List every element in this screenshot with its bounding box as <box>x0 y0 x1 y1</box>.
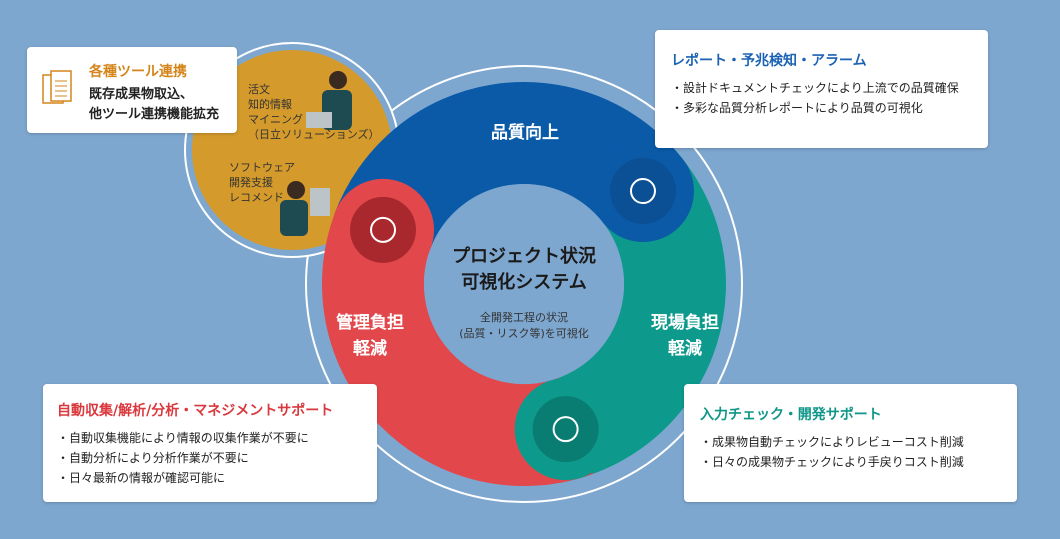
center-title: プロジェクト状況可視化システム <box>452 246 596 293</box>
center-circle <box>424 184 624 384</box>
input-title: 入力チェック・開発サポート <box>700 407 882 423</box>
mgmt-label: 管理負担軽減 <box>336 313 404 359</box>
person-icon <box>306 71 352 130</box>
mining-label: 活文知的情報マイニング（日立ソリューションズ） <box>248 83 380 141</box>
report-title: レポート・予兆検知・アラーム <box>671 53 867 69</box>
outer-outline <box>305 65 743 503</box>
network-icon <box>591 140 694 243</box>
documents-icon <box>42 70 72 104</box>
list-item: 成果物自動チェックによりレビューコスト削減 <box>700 432 1001 452</box>
center-subtitle: 全開発工程の状況(品質・リスク等)を可視化 <box>459 311 589 340</box>
auto-title: 自動収集/解析/分析・マネジメントサポート <box>57 403 334 419</box>
list-item: 日々最新の情報が確認可能に <box>57 468 363 488</box>
field-label: 現場負担軽減 <box>651 313 719 359</box>
recommend-label: ソフトウェア開発支援レコメンド <box>229 161 295 204</box>
report-card: レポート・予兆検知・アラーム 設計ドキュメントチェックにより上流での品質確保多彩… <box>655 30 988 148</box>
person-icon <box>280 181 330 236</box>
list-item: 設計ドキュメントチェックにより上流での品質確保 <box>671 78 972 98</box>
input-card: 入力チェック・開発サポート 成果物自動チェックによりレビューコスト削減日々の成果… <box>684 384 1017 502</box>
dashboard-icon <box>332 178 435 281</box>
list-item: 日々の成果物チェックにより手戻りコスト削減 <box>700 452 1001 472</box>
tools-card: 各種ツール連携 既存成果物取込、他ツール連携機能拡充 <box>27 47 237 133</box>
ai-head-icon <box>514 378 617 481</box>
tools-line: 既存成果物取込、 <box>89 87 194 102</box>
list-item: 多彩な品質分析レポートにより品質の可視化 <box>671 98 972 118</box>
tools-line: 他ツール連携機能拡充 <box>89 107 220 122</box>
list-item: 自動分析により分析作業が不要に <box>57 448 363 468</box>
quality-label: 品質向上 <box>491 123 559 143</box>
tools-title: 各種ツール連携 <box>89 64 187 80</box>
list-item: 自動収集機能により情報の収集作業が不要に <box>57 428 363 448</box>
auto-card: 自動収集/解析/分析・マネジメントサポート 自動収集機能により情報の収集作業が不… <box>43 384 377 502</box>
